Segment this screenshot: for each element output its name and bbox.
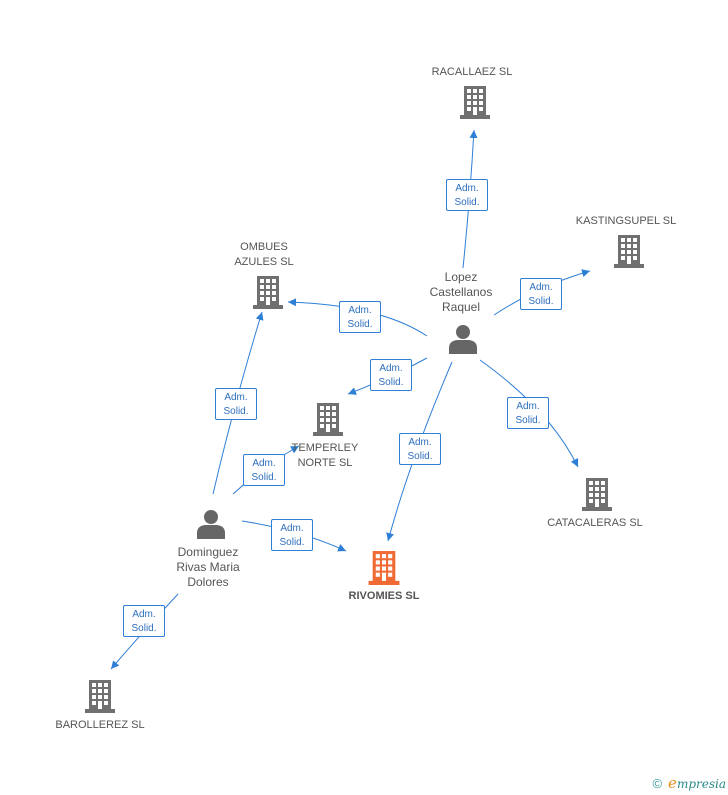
relation-badge[interactable]: Adm. Solid. — [123, 605, 165, 637]
company-label-ombues-line2: AZULES SL — [234, 256, 294, 268]
brand-footer[interactable]: © empresia — [652, 774, 726, 792]
relation-type: Solid. — [407, 451, 433, 462]
relation-role: Adm. — [132, 609, 156, 620]
relation-badge[interactable]: Adm. Solid. — [399, 433, 441, 465]
person-label-lopez-line2: Castellanos — [429, 285, 493, 299]
relation-role: Adm. — [280, 523, 304, 534]
relation-role: Adm. — [224, 392, 248, 403]
relation-badge[interactable]: Adm. Solid. — [507, 397, 549, 429]
relation-role: Adm. — [455, 183, 479, 194]
relation-type: Solid. — [251, 472, 277, 483]
relation-type: Solid. — [347, 319, 373, 330]
company-label-kastingsupel: KASTINGSUPEL SL — [575, 215, 677, 227]
relation-badge[interactable]: Adm. Solid. — [520, 278, 562, 310]
relation-type: Solid. — [223, 406, 249, 417]
person-label-lopez-line3: Raquel — [441, 300, 481, 314]
building-icon-focus[interactable] — [368, 550, 400, 585]
relation-badge[interactable]: Adm. Solid. — [243, 454, 285, 486]
building-icon[interactable] — [582, 477, 612, 511]
relation-role: Adm. — [516, 401, 540, 412]
relation-type: Solid. — [454, 197, 480, 208]
building-icon[interactable] — [85, 679, 115, 713]
company-label-temperley-line2: NORTE SL — [297, 457, 353, 469]
relation-role: Adm. — [379, 363, 403, 374]
company-label-ombues-line1: OMBUES — [240, 241, 288, 253]
company-label-catacaleras: CATACALERAS SL — [547, 517, 643, 529]
relation-type: Solid. — [279, 537, 305, 548]
company-label-temperley-line1: TEMPERLEY — [291, 442, 359, 454]
relation-role: Adm. — [408, 437, 432, 448]
person-icon[interactable] — [448, 324, 478, 354]
brand-logo-text: mpresia — [676, 777, 726, 791]
company-label-barollerez: BAROLLEREZ SL — [55, 719, 145, 731]
building-icon[interactable] — [253, 275, 283, 309]
building-icon[interactable] — [614, 234, 644, 268]
relation-type: Solid. — [378, 377, 404, 388]
person-label-dominguez-line1: Dominguez — [177, 545, 239, 559]
relation-role: Adm. — [252, 458, 276, 469]
person-label-dominguez-line2: Rivas Maria — [176, 560, 240, 574]
relation-badge[interactable]: Adm. Solid. — [215, 388, 257, 420]
relation-role: Adm. — [529, 282, 553, 293]
person-label-dominguez-line3: Dolores — [187, 575, 229, 589]
relation-type: Solid. — [528, 296, 554, 307]
company-label-rivomies: RIVOMIES SL — [348, 590, 420, 602]
relation-badge[interactable]: Adm. Solid. — [446, 179, 488, 211]
relation-badge[interactable]: Adm. Solid. — [271, 519, 313, 551]
company-label-racallaez: RACALLAEZ SL — [431, 66, 513, 78]
relation-type: Solid. — [131, 623, 157, 634]
relation-badge[interactable]: Adm. Solid. — [339, 301, 381, 333]
building-icon[interactable] — [313, 402, 343, 436]
copyright-icon: © — [652, 776, 663, 791]
relation-type: Solid. — [515, 415, 541, 426]
relation-badge[interactable]: Adm. Solid. — [370, 359, 412, 391]
building-icon[interactable] — [460, 85, 490, 119]
person-icon[interactable] — [196, 509, 226, 539]
brand-logo-e: e — [668, 774, 677, 792]
relation-role: Adm. — [348, 305, 372, 316]
person-label-lopez-line1: Lopez — [444, 270, 478, 284]
